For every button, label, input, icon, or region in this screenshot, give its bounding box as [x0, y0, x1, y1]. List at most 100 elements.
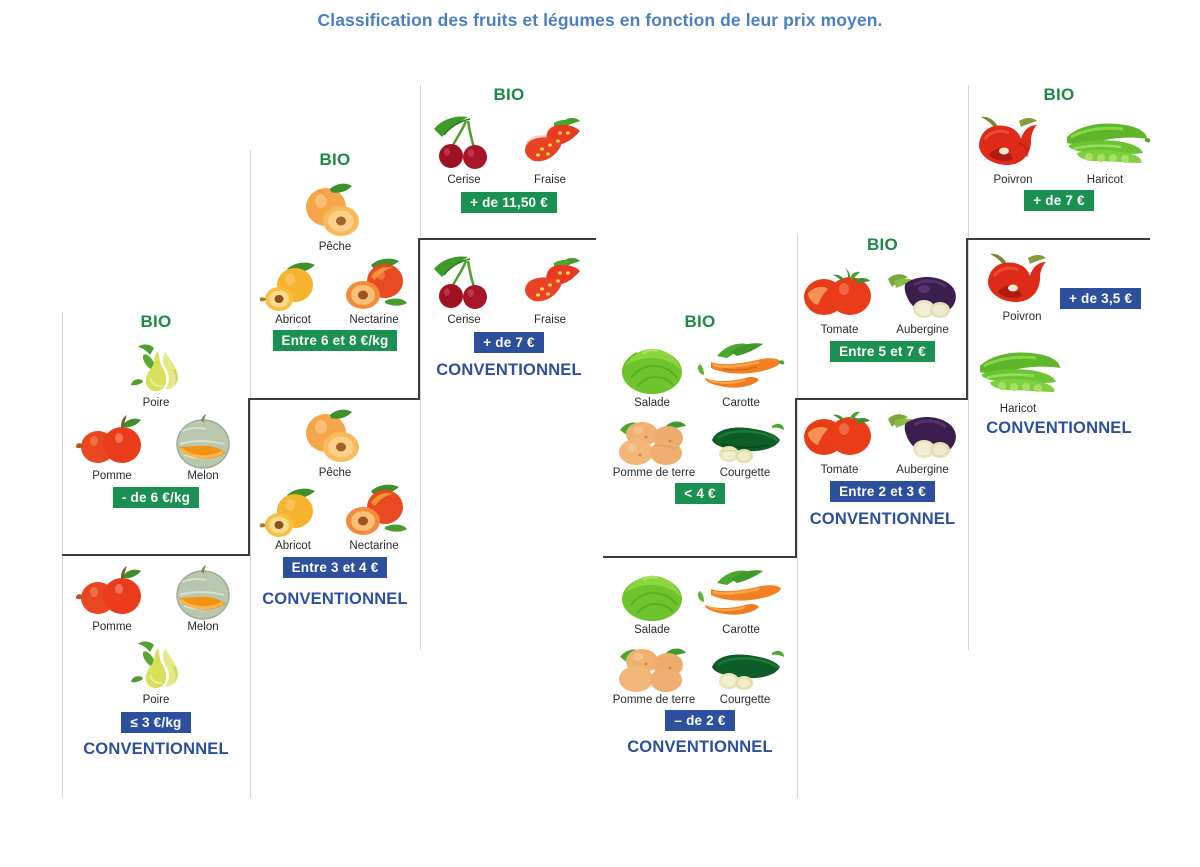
produce-item[interactable]: Courgette	[702, 414, 788, 479]
produce-item[interactable]: Pêche	[296, 180, 374, 253]
produce-item[interactable]: Fraise	[510, 113, 590, 186]
conventionnel-price-badge[interactable]: ≤ 3 €/kg	[121, 712, 191, 733]
produce-item[interactable]: Pomme	[74, 411, 150, 482]
bio-row1-1: Poire	[62, 340, 250, 409]
conventionnel-heading-4: CONVENTIONNEL	[627, 738, 773, 756]
produce-item[interactable]: Aubergine	[880, 403, 966, 476]
lettuce-icon	[615, 340, 689, 396]
produce-item[interactable]: Salade	[615, 567, 689, 636]
conv-row1-3: Cerise	[420, 253, 598, 326]
conventionnel-price-badge[interactable]: – de 2 €	[665, 710, 735, 731]
produce-caption: Abricot	[275, 540, 311, 552]
bio-price-badge[interactable]: Entre 6 et 8 €/kg	[272, 330, 398, 351]
produce-item[interactable]: Cerise	[428, 253, 500, 326]
conventionnel-price-badge[interactable]: + de 3,5 €	[1060, 288, 1142, 309]
produce-item[interactable]: Tomate	[800, 263, 880, 336]
aubergine-icon	[880, 263, 966, 323]
conv-row1-1: Pomme	[62, 562, 250, 633]
produce-caption: Courgette	[719, 694, 771, 706]
produce-caption: Carotte	[722, 397, 760, 409]
bio-price-badge[interactable]: Entre 5 et 7 €	[830, 341, 935, 362]
produce-item[interactable]: Haricot	[1059, 115, 1151, 186]
conventionnel-price-badge[interactable]: + de 7 €	[474, 332, 544, 353]
step-border-6-h	[966, 238, 1150, 240]
produce-caption: Pomme	[92, 470, 132, 482]
bio-row1-5: Tomate	[797, 263, 968, 336]
bio-price-badge[interactable]: - de 6 €/kg	[112, 487, 200, 508]
produce-item[interactable]: Haricot	[972, 344, 1064, 415]
bio-row2-1: Pomme	[62, 411, 250, 482]
produce-caption: Fraise	[534, 314, 566, 326]
produce-item[interactable]: Poire	[124, 637, 188, 706]
melon-icon	[168, 562, 238, 620]
produce-caption: Aubergine	[896, 324, 949, 336]
strawberry-icon	[510, 113, 590, 173]
produce-item[interactable]: Salade	[615, 340, 689, 409]
price-badge-wrap: + de 7 €	[420, 332, 598, 353]
produce-item[interactable]: Abricot	[257, 483, 329, 552]
bio-heading-2: BIO	[319, 150, 351, 169]
price-badge-wrap: – de 2 €	[603, 710, 797, 731]
bio-block-1: BIO Poire	[62, 312, 250, 508]
produce-item[interactable]: Tomate	[800, 403, 880, 476]
price-badge-wrap: Entre 2 et 3 €	[797, 481, 968, 502]
produce-item[interactable]: Poivron	[976, 248, 1068, 323]
produce-item[interactable]: Pomme	[74, 562, 150, 633]
step-border-4-h	[603, 556, 797, 558]
bio-heading-1: BIO	[140, 312, 172, 331]
apple-icon	[74, 411, 150, 469]
produce-item[interactable]: Melon	[168, 562, 238, 633]
conventionnel-heading-1: CONVENTIONNEL	[83, 740, 229, 758]
bio-block-2: BIO Pêche	[250, 150, 420, 351]
column-separator-4	[968, 85, 969, 650]
produce-item[interactable]: Pêche	[296, 406, 374, 479]
price-badge-wrap: Entre 3 et 4 €	[250, 557, 420, 578]
produce-caption: Salade	[634, 624, 670, 636]
produce-item[interactable]: Cerise	[428, 113, 500, 186]
produce-item[interactable]: Abricot	[257, 257, 329, 326]
produce-item[interactable]: Fraise	[510, 253, 590, 326]
conv-row2-6: Haricot	[968, 344, 1150, 415]
produce-caption: Melon	[187, 621, 219, 633]
produce-item[interactable]: Carotte	[697, 340, 785, 409]
produce-item[interactable]: Nectarine	[335, 255, 413, 326]
bio-heading-4: BIO	[684, 312, 716, 331]
produce-item[interactable]: Aubergine	[880, 263, 966, 336]
bio-price-badge[interactable]: + de 11,50 €	[461, 192, 557, 213]
bio-block-3: BIO Ce	[420, 85, 598, 213]
column-separator-3	[797, 235, 798, 798]
produce-item[interactable]: Poivron	[967, 111, 1059, 186]
courgette-icon	[702, 414, 788, 466]
apricot-icon	[257, 257, 329, 313]
column-separator-2	[420, 85, 421, 650]
produce-caption: Fraise	[534, 174, 566, 186]
produce-caption: Pêche	[318, 467, 352, 479]
step-border-5-h	[795, 398, 968, 400]
bio-block-5: BIO	[797, 235, 968, 362]
aubergine-icon	[880, 403, 966, 463]
potato-icon	[612, 410, 696, 466]
bio-price-badge[interactable]: < 4 €	[675, 483, 725, 504]
produce-caption: Carotte	[722, 624, 760, 636]
produce-caption: Pomme de terre	[612, 467, 696, 479]
produce-item[interactable]: Melon	[168, 411, 238, 482]
produce-item[interactable]: Pomme de terre	[612, 410, 696, 479]
price-badge-wrap: < 4 €	[603, 483, 797, 504]
price-badge-wrap: + de 7 €	[968, 190, 1150, 211]
apricot-icon	[257, 483, 329, 539]
conventionnel-heading-2: CONVENTIONNEL	[262, 590, 408, 608]
produce-item[interactable]: Poire	[124, 340, 188, 409]
bio-price-badge[interactable]: + de 7 €	[1024, 190, 1094, 211]
peach-icon	[296, 180, 374, 240]
step-border-1-h	[62, 554, 250, 556]
conventionnel-price-badge[interactable]: Entre 2 et 3 €	[830, 481, 935, 502]
conventionnel-price-badge[interactable]: Entre 3 et 4 €	[282, 557, 388, 578]
bio-row2-4: Pomme de terre	[603, 410, 797, 479]
produce-caption: Haricot	[1086, 174, 1124, 186]
produce-item[interactable]: Pomme de terre	[612, 637, 696, 706]
courgette-icon	[702, 641, 788, 693]
produce-item[interactable]: Courgette	[702, 641, 788, 706]
produce-item[interactable]: Carotte	[697, 567, 785, 636]
produce-item[interactable]: Nectarine	[335, 481, 413, 552]
